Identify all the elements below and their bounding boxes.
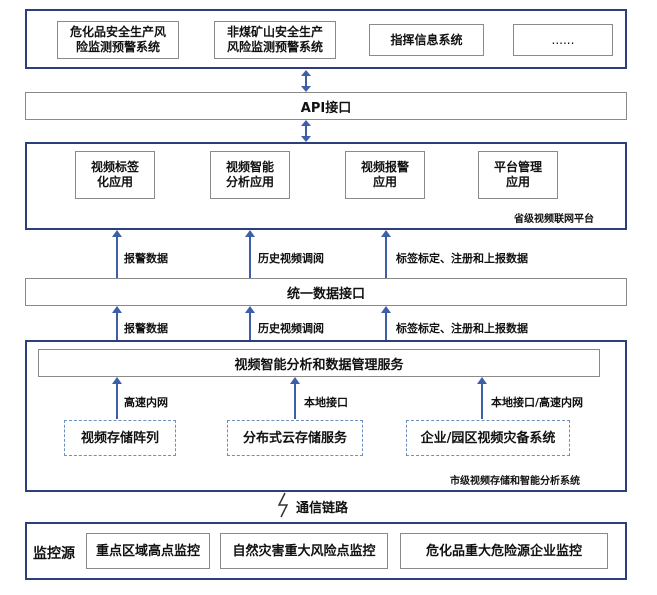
monitor-item-box: 危化品重大危险源企业监控 (400, 533, 608, 569)
top-system-box: ...... (513, 24, 613, 56)
monitor-item-box: 重点区域高点监控 (86, 533, 210, 569)
analysis-service-box: 视频智能分析和数据管理服务 (38, 349, 600, 377)
storage-box: 视频存储阵列 (64, 420, 176, 456)
up-arrow-icon (381, 230, 391, 278)
platform-app-box: 视频标签 化应用 (75, 151, 155, 199)
up-arrow-icon (245, 230, 255, 278)
link-label-intranet: 高速内网 (124, 396, 168, 409)
up-arrow-icon (381, 306, 391, 340)
storage-box: 企业/园区视频灾备系统 (406, 420, 570, 456)
platform-app-box: 平台管理 应用 (478, 151, 558, 199)
up-arrow-icon (290, 377, 300, 419)
up-arrow-icon (112, 306, 122, 340)
link-label-history: 历史视频调阅 (258, 252, 324, 265)
link-label-history: 历史视频调阅 (258, 322, 324, 335)
link-label-local: 本地接口 (304, 396, 348, 409)
up-arrow-icon (477, 377, 487, 419)
top-system-box: 指挥信息系统 (369, 24, 484, 56)
storage-box: 分布式云存储服务 (227, 420, 363, 456)
lightning-icon (277, 492, 289, 518)
platform-app-box: 视频报警 应用 (345, 151, 425, 199)
link-label-tag: 标签标定、注册和上报数据 (396, 252, 528, 265)
city-caption: 市级视频存储和智能分析系统 (450, 476, 580, 487)
platform-app-box: 视频智能 分析应用 (210, 151, 290, 199)
double-arrow-icon (301, 70, 311, 92)
double-arrow-icon (301, 120, 311, 142)
platform-caption: 省级视频联网平台 (514, 214, 594, 225)
link-label-alarm: 报警数据 (124, 252, 168, 265)
comm-link-label: 通信链路 (296, 501, 349, 516)
link-label-tag: 标签标定、注册和上报数据 (396, 322, 528, 335)
up-arrow-icon (245, 306, 255, 340)
top-system-box: 非煤矿山安全生产 风险监测预警系统 (214, 21, 336, 59)
api-interface-box: API接口 (25, 92, 627, 120)
monitor-source-title: 监控源 (33, 546, 75, 562)
unified-interface-box: 统一数据接口 (25, 278, 627, 306)
up-arrow-icon (112, 377, 122, 419)
top-system-box: 危化品安全生产风 险监测预警系统 (57, 21, 179, 59)
link-label-alarm: 报警数据 (124, 322, 168, 335)
link-label-local-intranet: 本地接口/高速内网 (491, 396, 584, 409)
monitor-item-box: 自然灾害重大风险点监控 (220, 533, 388, 569)
up-arrow-icon (112, 230, 122, 278)
